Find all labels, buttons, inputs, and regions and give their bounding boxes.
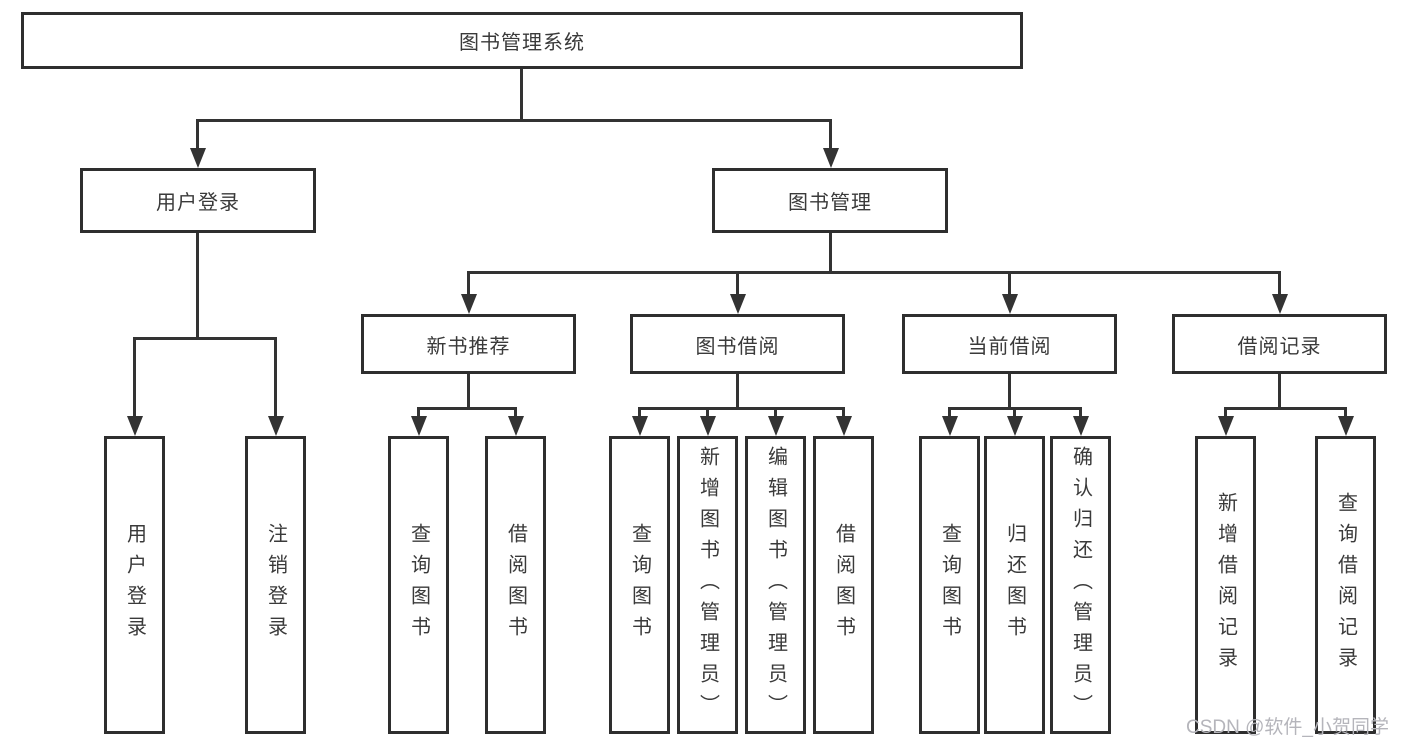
arrow-down-icon bbox=[127, 416, 143, 436]
node-new-book-recommendation: 新书推荐 bbox=[361, 314, 576, 374]
node-label: 用户登录 bbox=[156, 192, 240, 214]
connector-l3-stem bbox=[736, 374, 739, 410]
connector-level2-bar bbox=[196, 119, 832, 122]
connector-level3-drop bbox=[1008, 271, 1011, 295]
arrow-down-icon bbox=[768, 416, 784, 436]
connector-l3-stem bbox=[1008, 374, 1011, 410]
node-leaf-borrowing-edit-books: 编辑图书（管理员） bbox=[745, 436, 806, 734]
connector-leaf-bar bbox=[417, 407, 517, 410]
connector-l3-stem bbox=[467, 374, 470, 410]
node-label: 归还图书 bbox=[1003, 523, 1026, 647]
connector-leaf-drop bbox=[133, 337, 136, 418]
connector-l3-stem bbox=[1278, 374, 1281, 410]
arrow-down-icon bbox=[836, 416, 852, 436]
arrow-down-icon bbox=[1272, 294, 1288, 314]
node-leaf-records-add-record: 新增借阅记录 bbox=[1195, 436, 1256, 734]
node-label: 新增图书（管理员） bbox=[696, 445, 719, 725]
node-label: 用户登录 bbox=[123, 523, 146, 647]
connector-leaf-drop bbox=[514, 407, 517, 419]
node-leaf-borrowing-add-books: 新增图书（管理员） bbox=[677, 436, 738, 734]
node-book-management: 图书管理 bbox=[712, 168, 948, 233]
arrow-down-icon bbox=[190, 148, 206, 168]
connector-book-management-drop bbox=[829, 119, 832, 150]
connector-level3-drop bbox=[1278, 271, 1281, 295]
arrow-down-icon bbox=[411, 416, 427, 436]
node-label: 注销登录 bbox=[264, 523, 287, 647]
connector-leaf-drop bbox=[274, 337, 277, 418]
node-label: 图书管理系统 bbox=[459, 32, 585, 54]
connector-level3-drop bbox=[736, 271, 739, 295]
arrow-down-icon bbox=[942, 416, 958, 436]
arrow-down-icon bbox=[1073, 416, 1089, 436]
node-leaf-recommend-query-books: 查询图书 bbox=[388, 436, 449, 734]
connector-leaf-drop bbox=[774, 407, 777, 419]
node-leaf-records-query-record: 查询借阅记录 bbox=[1315, 436, 1376, 734]
node-label: 图书借阅 bbox=[695, 335, 780, 358]
node-user-login: 用户登录 bbox=[80, 168, 316, 233]
node-current-borrowing: 当前借阅 bbox=[902, 314, 1117, 374]
node-label: 借阅记录 bbox=[1237, 335, 1322, 358]
arrow-down-icon bbox=[1007, 416, 1023, 436]
arrow-down-icon bbox=[823, 148, 839, 168]
node-label: 新增借阅记录 bbox=[1214, 492, 1237, 678]
node-label: 确认归还（管理员） bbox=[1069, 445, 1092, 725]
node-label: 新书推荐 bbox=[426, 335, 511, 358]
connector-leaf-bar bbox=[1224, 407, 1347, 410]
arrow-down-icon bbox=[1218, 416, 1234, 436]
node-label: 查询图书 bbox=[407, 523, 430, 647]
node-leaf-current-query-books: 查询图书 bbox=[919, 436, 980, 734]
connector-leaf-drop bbox=[417, 407, 420, 419]
arrow-down-icon bbox=[508, 416, 524, 436]
node-label: 查询图书 bbox=[628, 523, 651, 647]
node-leaf-current-confirm-return: 确认归还（管理员） bbox=[1050, 436, 1111, 734]
connector-leaf-drop bbox=[948, 407, 951, 419]
node-leaf-user-login: 用户登录 bbox=[104, 436, 165, 734]
node-leaf-logout: 注销登录 bbox=[245, 436, 306, 734]
node-label: 编辑图书（管理员） bbox=[764, 445, 787, 725]
node-library-management-system: 图书管理系统 bbox=[21, 12, 1023, 69]
node-leaf-borrowing-query-books: 查询图书 bbox=[609, 436, 670, 734]
arrow-down-icon bbox=[268, 416, 284, 436]
connector-user-login-drop bbox=[196, 119, 199, 150]
node-label: 当前借阅 bbox=[967, 335, 1052, 358]
node-label: 借阅图书 bbox=[832, 523, 855, 647]
watermark: CSDN @软件_小贺同学 bbox=[1186, 717, 1389, 738]
connector-leaf-drop bbox=[1079, 407, 1082, 419]
connector-root-stem bbox=[520, 69, 523, 121]
connector-leaf-drop bbox=[706, 407, 709, 419]
arrow-down-icon bbox=[1338, 416, 1354, 436]
connector-leaf-drop bbox=[1344, 407, 1347, 419]
node-label: 查询借阅记录 bbox=[1334, 492, 1357, 678]
connector-user-login-bar bbox=[133, 337, 277, 340]
arrow-down-icon bbox=[461, 294, 477, 314]
node-leaf-borrowing-borrow-books: 借阅图书 bbox=[813, 436, 874, 734]
connector-leaf-drop bbox=[638, 407, 641, 419]
arrow-down-icon bbox=[700, 416, 716, 436]
node-leaf-recommend-borrow-books: 借阅图书 bbox=[485, 436, 546, 734]
node-label: 查询图书 bbox=[938, 523, 961, 647]
connector-leaf-drop bbox=[1013, 407, 1016, 419]
connector-book-management-stem bbox=[829, 233, 832, 273]
connector-leaf-drop bbox=[1224, 407, 1227, 419]
arrow-down-icon bbox=[632, 416, 648, 436]
connector-level3-drop bbox=[467, 271, 470, 295]
connector-user-login-stem bbox=[196, 233, 199, 339]
connector-leaf-drop bbox=[842, 407, 845, 419]
node-label: 图书管理 bbox=[788, 192, 872, 214]
node-label: 借阅图书 bbox=[504, 523, 527, 647]
node-book-borrowing: 图书借阅 bbox=[630, 314, 845, 374]
node-leaf-current-return-books: 归还图书 bbox=[984, 436, 1045, 734]
connector-leaf-bar bbox=[638, 407, 845, 410]
arrow-down-icon bbox=[1002, 294, 1018, 314]
arrow-down-icon bbox=[730, 294, 746, 314]
connector-level3-bar bbox=[467, 271, 1281, 274]
node-borrowing-records: 借阅记录 bbox=[1172, 314, 1387, 374]
